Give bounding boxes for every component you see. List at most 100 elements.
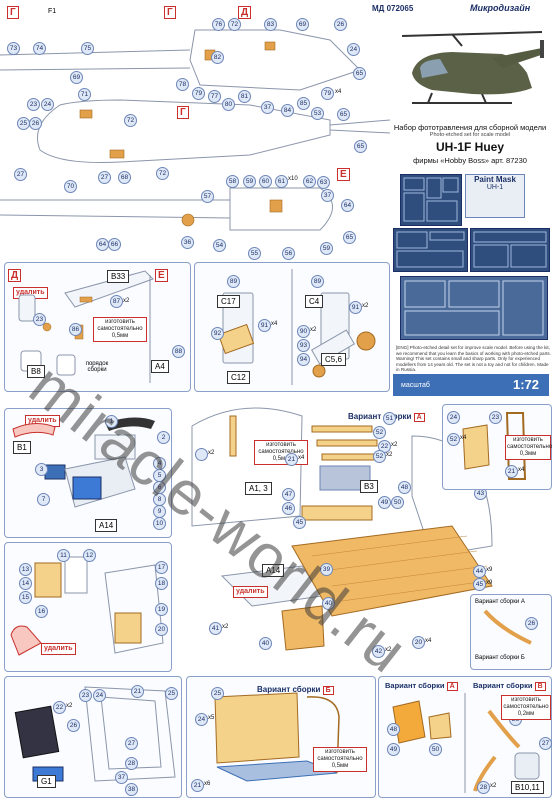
remove-label: удалить <box>233 586 268 598</box>
helicopter-photo <box>392 18 550 118</box>
callout-part: 86 <box>69 323 82 336</box>
panel-seat-inset: 24 23 52 x4 21 x4 изготовить самостоятел… <box>442 404 552 490</box>
variant-a-title-2: Вариант сборки А <box>385 681 458 692</box>
wire-size: 0,5мм <box>331 763 349 769</box>
make-self-note: изготовить самостоятельно 0,5мм <box>93 317 147 342</box>
callout-part: 25 <box>211 687 224 700</box>
callout-part: 49 <box>387 743 400 756</box>
callout-part: 64 <box>341 199 354 212</box>
callout-part: 23 <box>79 689 92 702</box>
part-c4: C4 <box>305 295 324 308</box>
fret-main <box>400 174 462 226</box>
part-c56: C5,6 <box>321 353 346 366</box>
callout-part: 16 <box>35 605 48 618</box>
variant-v-title: Вариант сборки В <box>473 681 546 692</box>
make-self-text: изготовить самостоятельно <box>507 437 553 450</box>
mult-x2: x2 <box>362 303 369 309</box>
wire-size: 0,5мм <box>111 333 129 339</box>
callout-part: 24 <box>93 689 106 702</box>
callout-part: 41 <box>209 622 222 635</box>
variant-label: Вариант сборки <box>257 685 321 694</box>
part-a14b: A14 <box>262 564 285 577</box>
mult-x2: x2 <box>391 442 398 448</box>
callout-part: 77 <box>208 90 221 103</box>
mult-x4: x4 <box>271 321 278 327</box>
paint-mask-title: Paint Mask <box>474 175 516 184</box>
callout-part: 12 <box>83 549 96 562</box>
callout-part: 89 <box>227 275 240 288</box>
panel-d-letter: Д <box>8 269 22 282</box>
part-b8: B8 <box>27 365 45 378</box>
mult-x2: x2 <box>208 450 215 456</box>
callout-part: 58 <box>226 175 239 188</box>
mult-x9: x9 <box>486 580 493 586</box>
callout-part: 88 <box>172 345 185 358</box>
mult-x4: x4 <box>460 435 467 441</box>
callout-part: 72 <box>228 18 241 31</box>
callout-part: 79 <box>192 87 205 100</box>
mult-x6: x6 <box>204 781 211 787</box>
callout-part: 27 <box>98 171 111 184</box>
callout-part <box>195 448 208 461</box>
variant-letter-b: Б <box>322 686 334 695</box>
title-ru: Набор фототравления для сборной модели <box>393 123 547 132</box>
part-b33: B33 <box>107 270 130 283</box>
callout-part: 21 <box>131 685 144 698</box>
callout-part: 52 <box>373 426 386 439</box>
callout-part: 40 <box>322 597 335 610</box>
callout-part: 24 <box>347 43 360 56</box>
callout-part: 72 <box>124 114 137 127</box>
callout-part: 76 <box>212 18 225 31</box>
part-c12: C12 <box>227 371 250 384</box>
mult-x2: x2 <box>123 298 130 304</box>
panel-cockpit-dash: удалить B1 A14 1 2 3 4 5 6 7 8 9 10 <box>4 408 172 538</box>
make-self-note: изготовить самостоятельно 0,5мм <box>254 440 308 465</box>
callout-part: 83 <box>264 18 277 31</box>
panel-canopy: G1 21 22 x2 23 24 25 26 27 28 37 38 <box>4 676 182 798</box>
mult-x10: x10 <box>288 176 298 182</box>
mult-x4: x4 <box>335 89 342 95</box>
part-a14: A14 <box>95 519 118 532</box>
callout-part: 27 <box>14 168 27 181</box>
scale-label: масштаб <box>401 382 430 389</box>
callout-part: 80 <box>222 98 235 111</box>
variant-label: Вариант сборки <box>473 681 533 690</box>
callout-part: 52 <box>373 450 386 463</box>
callout-part: 2 <box>157 431 170 444</box>
fret-left <box>393 228 468 272</box>
callout-part: 94 <box>297 353 310 366</box>
callout-part: 44 <box>473 565 486 578</box>
callout-part: 54 <box>213 239 226 252</box>
mult-x2: x2 <box>310 327 317 333</box>
callout-part: 20 <box>155 623 168 636</box>
make-self-note: изготовить самостоятельно 0,5мм <box>313 747 367 772</box>
callout-part: 8 <box>153 493 166 506</box>
callout-part: 59 <box>243 175 256 188</box>
callout-part: 27 <box>539 737 552 750</box>
callout-part: 69 <box>296 18 309 31</box>
variant-letter-a: А <box>446 682 458 691</box>
mult-x2: x2 <box>490 783 497 789</box>
panel-d: Д Е удалить B33 B8 A4 23 86 87 x2 88 изг… <box>4 262 191 392</box>
variant-letter-v: В <box>534 682 546 691</box>
main-assembly <box>182 396 502 676</box>
make-self-note: изготовить самостоятельно 0,3мм <box>505 435 553 460</box>
mult-x2: x2 <box>222 624 229 630</box>
part-b1: B1 <box>13 441 31 454</box>
callout-part: 42 <box>372 645 385 658</box>
mult-x8: x2 <box>386 452 393 458</box>
scale-box: масштаб 1:72 <box>393 374 549 396</box>
callout-part: 68 <box>118 171 131 184</box>
callout-part: 61 <box>275 175 288 188</box>
callout-part: 22 <box>53 701 66 714</box>
callout-part: 24 <box>195 713 208 726</box>
callout-part: 10 <box>153 517 166 530</box>
panel-c17: C17 C12 C4 C5,6 89 91 x4 92 89 91 x2 90 … <box>194 262 390 392</box>
callout-part: 24 <box>41 98 54 111</box>
callout-part: 23 <box>489 411 502 424</box>
callout-part: 14 <box>19 577 32 590</box>
part-b1011: B10,11 <box>511 781 544 794</box>
panel-seats: удалить 11 12 13 14 15 16 17 18 19 20 <box>4 542 172 672</box>
model-name: UH-1F Huey <box>435 140 504 154</box>
callout-part: 48 <box>387 723 400 736</box>
